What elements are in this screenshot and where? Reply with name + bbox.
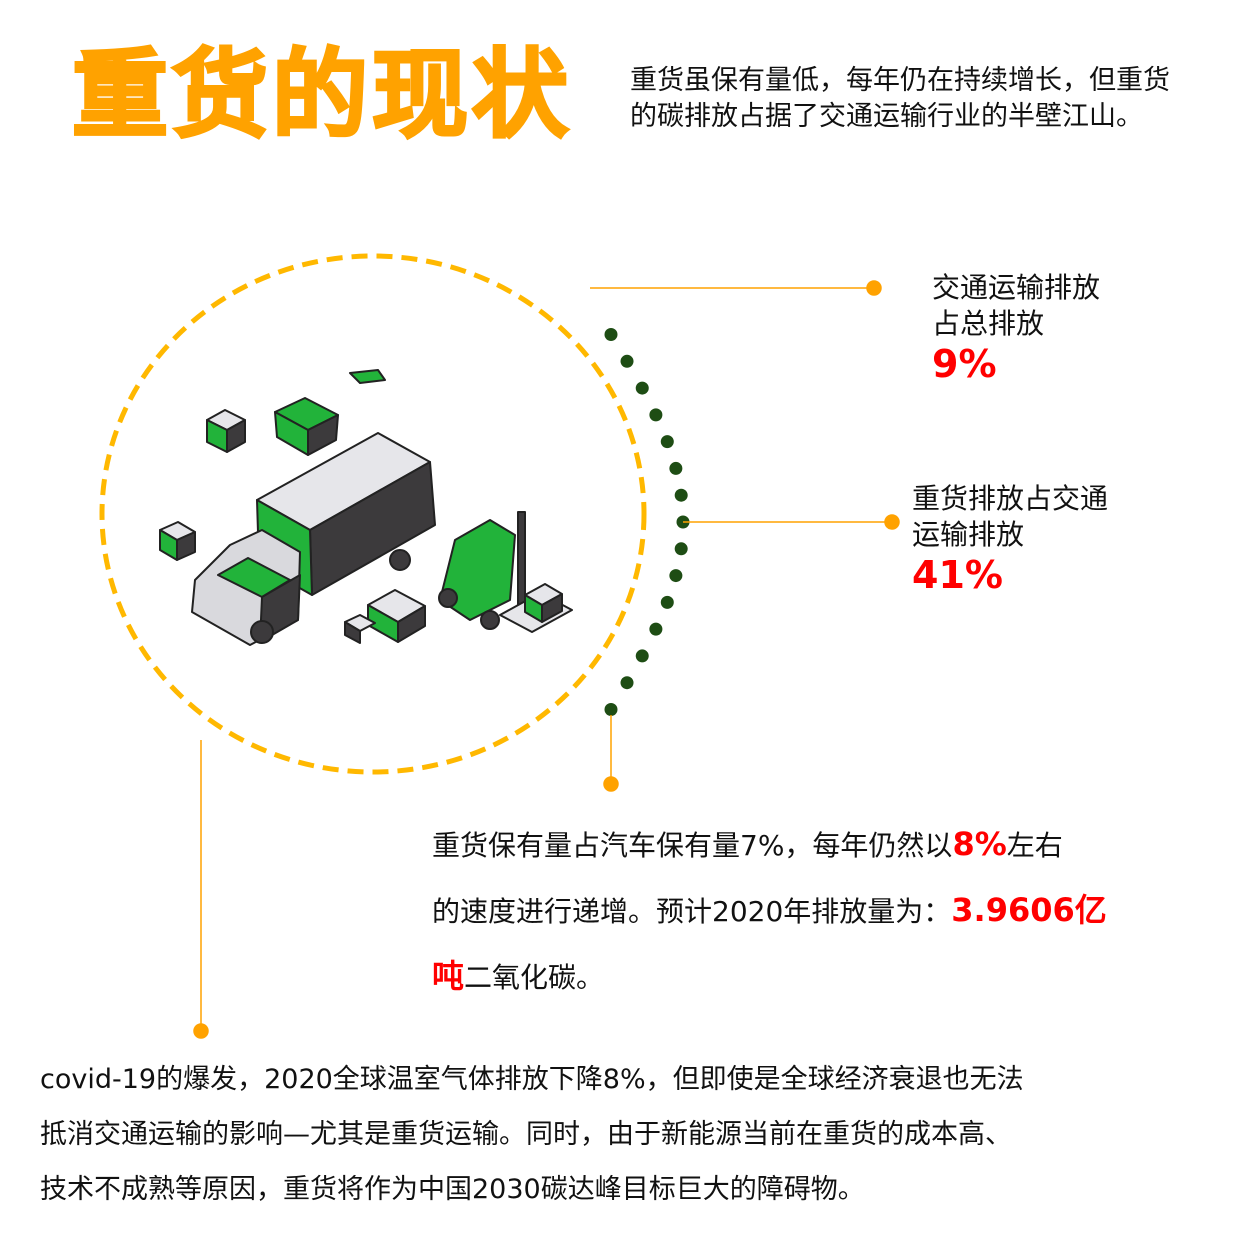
stat-value: 41%	[912, 553, 1003, 597]
growth-paragraph: 重货保有量占汽车保有量7%，每年仍然以8%左右 的速度进行递增。预计2020年排…	[432, 812, 1152, 1010]
stat-value: 9%	[932, 342, 997, 386]
arc-dot	[604, 328, 618, 341]
intro-line-2: 的碳排放占据了交通运输行业的半壁江山。	[630, 101, 1143, 132]
arc-dot	[669, 461, 683, 475]
dot-arc	[604, 328, 690, 716]
stat-label: 重货排放占交通	[912, 482, 1109, 515]
text: 左右	[1006, 829, 1063, 862]
bottom-line-1: covid-19的爆发，2020全球温室气体排放下降8%，但即使是全球经济衰退也…	[40, 1064, 1024, 1095]
arc-dot	[620, 676, 634, 690]
arc-dot	[649, 622, 663, 636]
page-title: 重货的现状	[71, 39, 572, 152]
connector-dot-1	[866, 280, 882, 296]
arc-dot	[674, 488, 688, 502]
arc-dot	[649, 408, 663, 422]
bottom-line-3: 技术不成熟等原因，重货将作为中国2030碳达峰目标巨大的障碍物。	[40, 1174, 865, 1205]
highlight-growth: 8%	[952, 825, 1007, 863]
dashed-circle	[99, 253, 647, 775]
highlight-unit: 吨	[432, 957, 465, 995]
intro-line-1: 重货虽保有量低，每年仍在持续增长，但重货	[630, 65, 1170, 96]
highlight-emission: 3.9606亿	[951, 891, 1107, 929]
arc-dot	[660, 435, 674, 449]
connector-dot-2	[884, 514, 900, 530]
arc-dot	[674, 542, 688, 556]
stat-heavy-truck-share: 重货排放占交通 运输排放 41%	[912, 481, 1108, 597]
connector-dot-4	[193, 1023, 209, 1039]
stat-transport-share: 交通运输排放 占总排放 9%	[932, 270, 1100, 386]
arc-dot	[604, 703, 618, 716]
stat-label: 运输排放	[912, 518, 1025, 551]
stat-label: 交通运输排放	[932, 271, 1101, 304]
truck-illustration	[159, 369, 573, 646]
text: 二氧化碳。	[464, 961, 605, 994]
intro-text: 重货虽保有量低，每年仍在持续增长，但重货 的碳排放占据了交通运输行业的半壁江山。	[630, 63, 1250, 135]
connector-dot-3	[603, 776, 619, 792]
bottom-line-2: 抵消交通运输的影响—尤其是重货运输。同时，由于新能源当前在重货的成本高、	[40, 1119, 1012, 1150]
arc-dot	[669, 569, 683, 583]
arc-dot	[620, 354, 634, 368]
text: 重货保有量占汽车保有量7%，每年仍然以	[432, 829, 953, 862]
arc-dot	[635, 381, 649, 395]
stat-label: 占总排放	[932, 307, 1045, 340]
arc-dot	[660, 595, 674, 609]
bottom-paragraph: covid-19的爆发，2020全球温室气体排放下降8%，但即使是全球经济衰退也…	[40, 1052, 1160, 1217]
arc-dot	[635, 649, 649, 663]
text: 的速度进行递增。预计2020年排放量为：	[432, 895, 952, 928]
